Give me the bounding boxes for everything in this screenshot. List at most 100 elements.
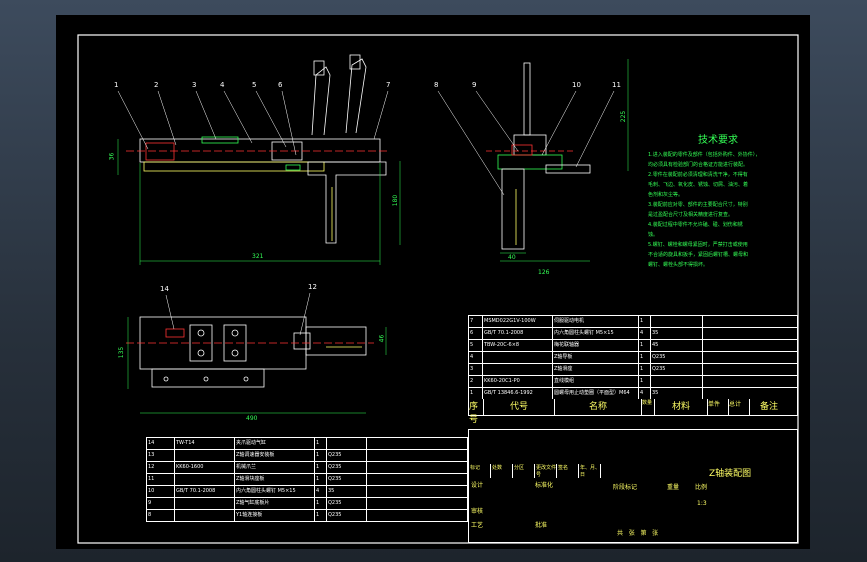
bom-cell-mat: 45 <box>651 340 703 351</box>
bom-cell-mat: Q235 <box>651 364 703 375</box>
bom-cell-qty: 1 <box>315 498 327 509</box>
sig-label: 年、月、日 <box>580 464 601 478</box>
bom-cell-no: 9 <box>147 498 175 509</box>
tech-req-line: 5.螺钉、螺栓和螺母紧固时，严禁打击或使用 <box>648 242 748 248</box>
bom-cell-remark <box>703 352 797 363</box>
bom-cell-qty: 4 <box>639 328 651 339</box>
bom-cell-no: 1 <box>469 388 483 399</box>
balloon-9: 9 <box>472 81 477 89</box>
balloon-1: 1 <box>114 81 119 89</box>
bom-cell-qty: 1 <box>315 510 327 521</box>
bom-cell-remark <box>703 340 797 351</box>
process-label: 工艺 <box>471 522 484 529</box>
balloon-10: 10 <box>572 81 581 89</box>
dim-side-width: 126 <box>538 269 550 276</box>
bom-cell-name: Z轴滑座 <box>553 364 639 375</box>
balloon-5: 5 <box>252 81 257 89</box>
bom-cell-no: 4 <box>469 352 483 363</box>
sig-label: 标记 <box>469 464 491 478</box>
bom-cell-remark <box>703 388 797 399</box>
bom-cell-name: 圆螺母用止动垫圈（平面型）M64 <box>553 388 639 399</box>
bom-cell-qty: 1 <box>639 316 651 327</box>
bom-cell-qty: 4 <box>639 388 651 399</box>
bom-cell-remark <box>703 316 797 327</box>
bom-cell-name: Y1轴连接板 <box>235 510 315 521</box>
tech-req-lines: 1.进入装配的零件及部件（包括外购件、外协件）， 均必须具有检验部门的合格证方能进… <box>648 150 788 270</box>
dim-side-width-small: 40 <box>508 254 516 261</box>
hdr-remark: 备注 <box>759 402 778 412</box>
hdr-code: 代号 <box>484 399 555 415</box>
bom-cell-mat: 35 <box>327 486 367 497</box>
bom-cell-code <box>175 450 235 461</box>
bom-cell-code <box>175 474 235 485</box>
bom-cell-no: 11 <box>147 474 175 485</box>
bom-cell-no: 10 <box>147 486 175 497</box>
bom-cell-qty: 1 <box>315 474 327 485</box>
bom-cell-qty: 1 <box>639 376 651 387</box>
bom-cell-no: 5 <box>469 340 483 351</box>
standardizer-label: 标准化 <box>535 482 554 489</box>
tech-req-title: 技术要求 <box>698 135 738 146</box>
bom-cell-mat <box>651 376 703 387</box>
balloon-8: 8 <box>434 81 439 89</box>
dim-side-height: 225 <box>620 110 628 123</box>
bom-cell-mat <box>651 316 703 327</box>
bom-cell-remark <box>367 486 467 497</box>
dim-top-height-right: 46 <box>378 334 386 343</box>
tech-req-line: 毛刺、飞边、氧化皮、锈蚀、切屑、油污、着 <box>648 182 749 188</box>
dim-top-width: 490 <box>246 415 258 422</box>
weight-label: 重量 <box>667 484 680 491</box>
bom-cell-name: 梅花联轴器 <box>553 340 639 351</box>
bom-cell-code: KK60-1600 <box>175 462 235 473</box>
bom-cell-name: 夹爪驱动气缸 <box>235 438 315 449</box>
tech-req-line: 1.进入装配的零件及部件（包括外购件、外协件）， <box>648 152 761 158</box>
bom-cell-qty: 1 <box>639 352 651 363</box>
bom-cell-name: 机械爪兰 <box>235 462 315 473</box>
bom-cell-mat: Q235 <box>651 352 703 363</box>
bom-cell-code: KK60-20C1-P0 <box>483 376 553 387</box>
bom-cell-code: TBW-20C-6×8 <box>483 340 553 351</box>
bom-cell-no: 6 <box>469 328 483 339</box>
bom-cell-mat: Q235 <box>327 510 367 521</box>
bom-cell-no: 14 <box>147 438 175 449</box>
signature-labels: 标记处数分区更改文件号签名年、月、日 <box>469 464 601 478</box>
bom-header-row: 序号 代号 名称 数量 材料 单件 总计 备注 <box>468 399 798 425</box>
sig-label: 更改文件号 <box>536 464 557 478</box>
bom-cell-no: 8 <box>147 510 175 521</box>
bom-cell-remark <box>703 364 797 375</box>
hdr-qty: 数量 <box>642 399 655 415</box>
inner-frame <box>77 34 799 544</box>
bom-cell-name: 伺服驱动电机 <box>553 316 639 327</box>
bom-cell-qty: 1 <box>639 340 651 351</box>
dim-front-width: 321 <box>252 253 264 260</box>
bom-cell-remark <box>367 438 467 449</box>
bom-cell-code <box>483 364 553 375</box>
balloon-2: 2 <box>154 81 159 89</box>
bom-cell-name: Z轴气缸底板片 <box>235 498 315 509</box>
bom-cell-remark <box>367 510 467 521</box>
balloon-7: 7 <box>386 81 391 89</box>
side-view <box>486 59 629 262</box>
cad-drawing <box>77 34 799 544</box>
bom-cell-name: 内六角圆柱头螺钉 M5×15 <box>235 486 315 497</box>
balloon-12: 12 <box>308 283 317 291</box>
bom-cell-code: GB/T 13846.6-1992 <box>483 388 553 399</box>
bom-cell-remark <box>367 474 467 485</box>
designer-label: 设计 <box>471 482 484 489</box>
tech-req-line: 均必须具有检验部门的合格证方能进行装配。 <box>648 162 749 168</box>
checker-label: 审核 <box>471 508 484 515</box>
bom-cell-mat: Q235 <box>327 450 367 461</box>
scale-label: 比例 <box>695 484 708 491</box>
bom-cell-no: 13 <box>147 450 175 461</box>
bom-cell-mat <box>327 438 367 449</box>
